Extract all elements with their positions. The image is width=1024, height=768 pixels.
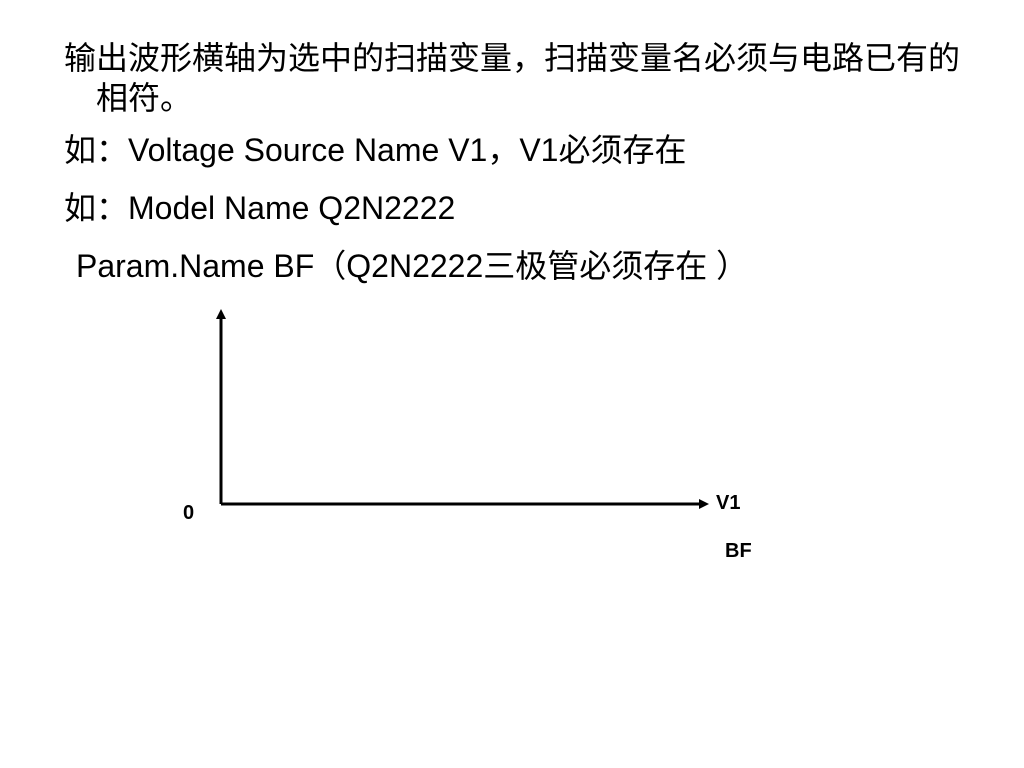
x-axis-label-v1: V1 — [716, 492, 740, 514]
origin-label: 0 — [183, 502, 194, 524]
example-model-name: 如：Model Name Q2N2222 — [64, 190, 456, 226]
x-axis-label-bf: BF — [725, 540, 752, 562]
example-param-name: Param.Name BF（Q2N2222三极管必须存在 ） — [76, 248, 749, 284]
description-line: 输出波形横轴为选中的扫描变量，扫描变量名必须与电路已有的相符。 — [64, 40, 961, 116]
slide-text: 输出波形横轴为选中的扫描变量，扫描变量名必须与电路已有的相符。 如：Voltag… — [64, 38, 984, 304]
example-voltage-source: 如：Voltage Source Name V1，V1必须存在 — [64, 132, 687, 168]
